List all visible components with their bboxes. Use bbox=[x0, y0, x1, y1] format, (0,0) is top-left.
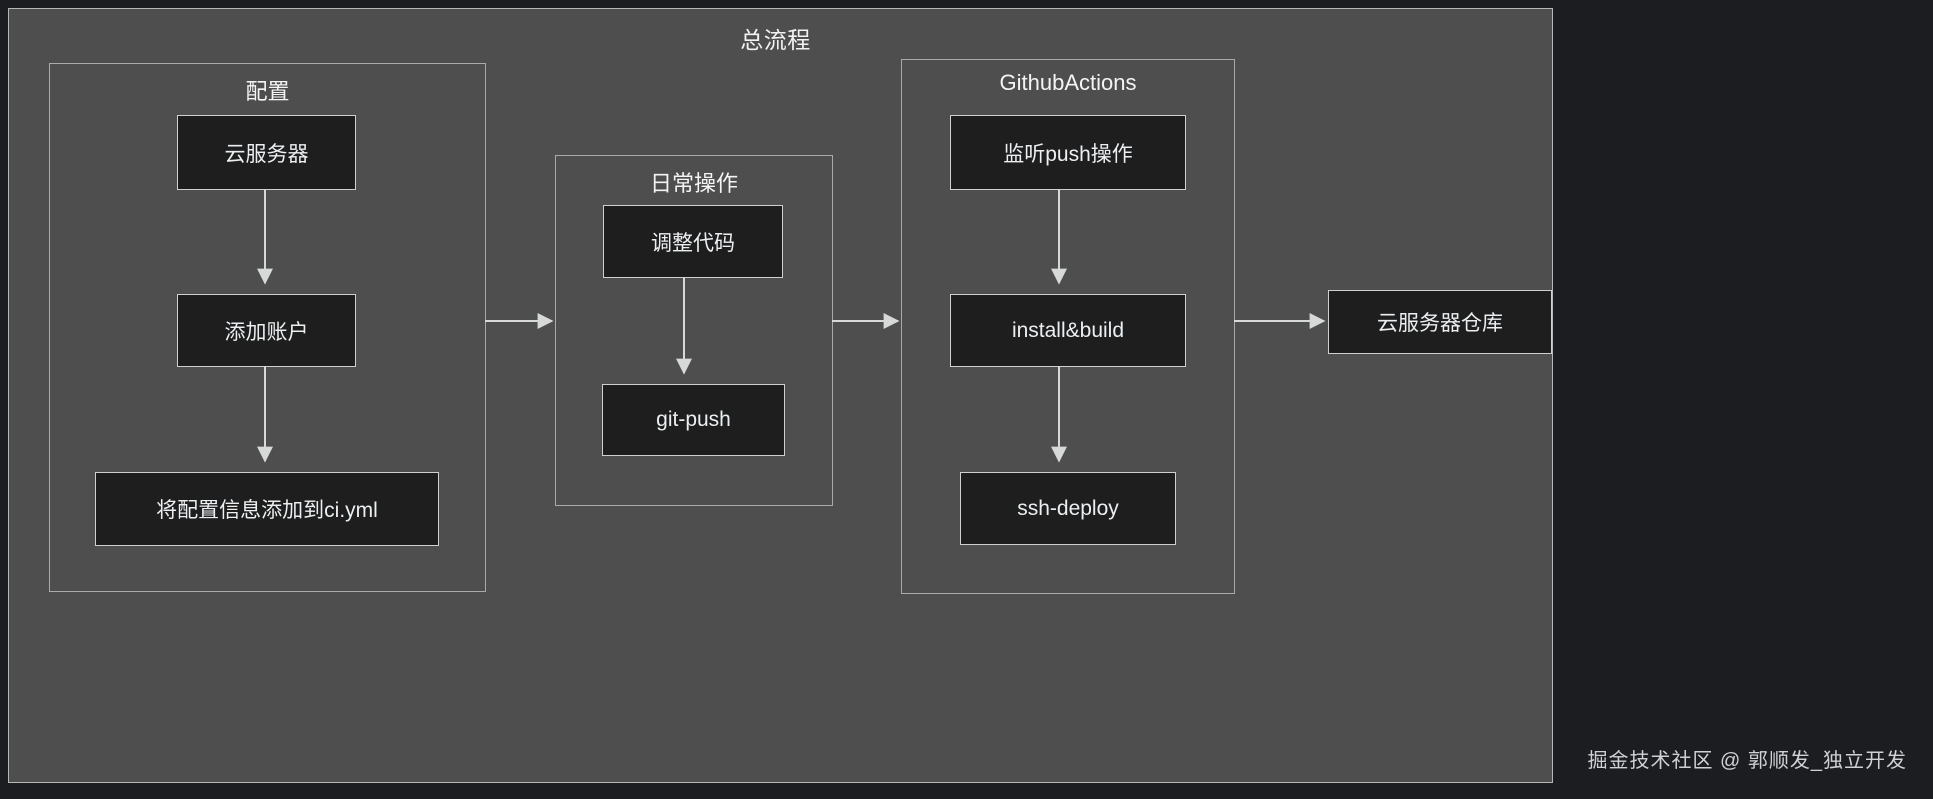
group-config-title: 配置 bbox=[245, 79, 290, 104]
node-cloud-server-repo[interactable]: 云服务器仓库 bbox=[1328, 290, 1552, 354]
node-install-build[interactable]: install&build bbox=[950, 294, 1186, 367]
group-daily-operations-title: 日常操作 bbox=[649, 171, 738, 196]
group-github-actions-title: GithubActions bbox=[999, 70, 1137, 95]
node-cloud-server[interactable]: 云服务器 bbox=[177, 115, 356, 190]
node-ssh-deploy[interactable]: ssh-deploy bbox=[960, 472, 1176, 545]
node-add-account[interactable]: 添加账户 bbox=[177, 294, 356, 367]
group-overall-process: 总流程 配置 日常操作 GithubActions 云服务器 添加账户 将配置信… bbox=[8, 8, 1553, 783]
watermark: 掘金技术社区 @ 郭顺发_独立开发 bbox=[1587, 750, 1907, 772]
group-daily-operations: 日常操作 bbox=[555, 155, 833, 506]
group-overall-process-title: 总流程 bbox=[740, 27, 811, 53]
group-config: 配置 bbox=[49, 63, 486, 592]
node-listen-push[interactable]: 监听push操作 bbox=[950, 115, 1186, 190]
node-ci-yml[interactable]: 将配置信息添加到ci.yml bbox=[95, 472, 439, 546]
node-adjust-code[interactable]: 调整代码 bbox=[603, 205, 783, 278]
node-git-push[interactable]: git-push bbox=[602, 384, 785, 456]
group-github-actions: GithubActions bbox=[901, 59, 1235, 594]
